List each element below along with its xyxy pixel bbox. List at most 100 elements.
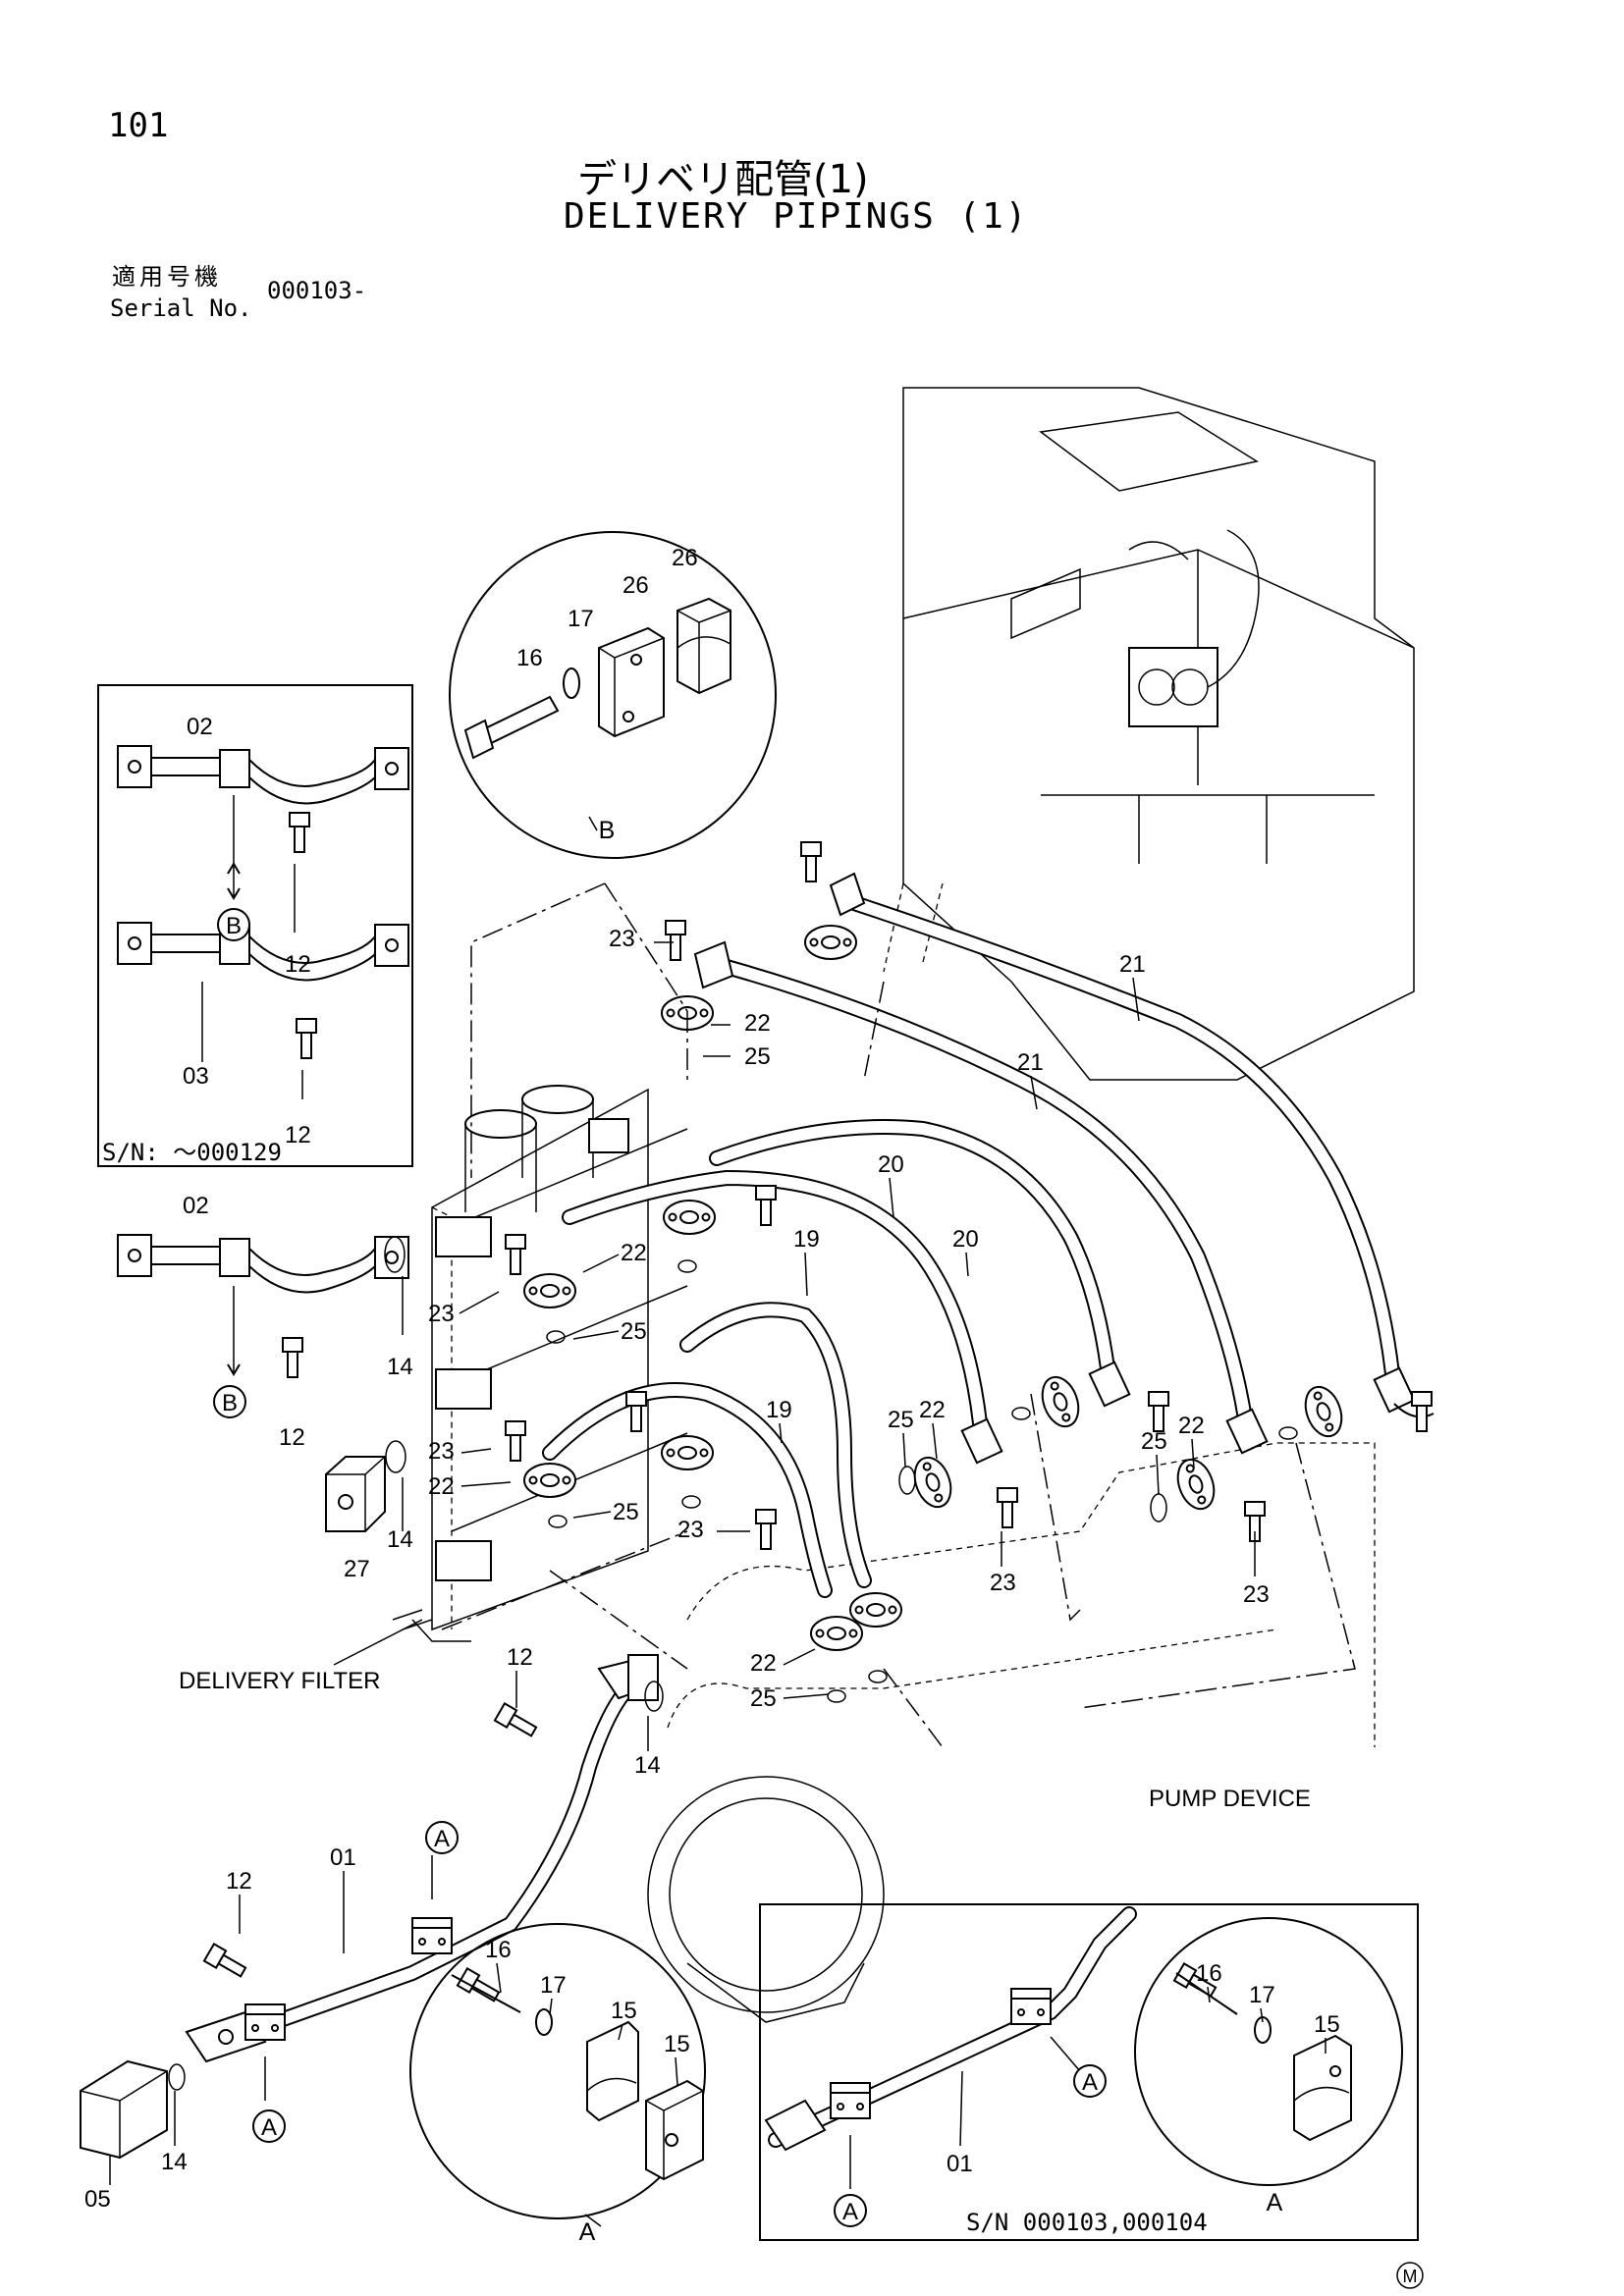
callout-25-mid-1: 25 <box>621 1318 647 1345</box>
callout-22-top: 22 <box>744 1010 771 1037</box>
svg-text:A: A <box>842 2199 858 2225</box>
callout-25-pump-2: 25 <box>1141 1428 1167 1455</box>
delivery-filter-block <box>392 1085 688 1642</box>
callout-26: 26 <box>623 572 649 599</box>
callout-23-pump-2: 23 <box>1243 1581 1270 1608</box>
filter-canister-2 <box>521 1085 594 1178</box>
callout-01: 01 <box>330 1844 356 1871</box>
marker-a-upper: A <box>425 1821 459 1854</box>
filter-canister-1 <box>464 1109 537 1212</box>
callout-22-mid-2: 22 <box>428 1473 455 1500</box>
engine-lower-body <box>647 1442 1376 2023</box>
marker-b-top-inset: B <box>217 908 250 941</box>
callout-02: 02 <box>183 1193 209 1219</box>
callout-15-detail-a-2: 15 <box>664 2031 690 2057</box>
callout-15-detail-a-right: 15 <box>1314 2011 1340 2038</box>
serial-label-english: Serial No. <box>110 294 252 322</box>
pipe-21-upper <box>846 895 1435 1418</box>
callout-03: 03 <box>183 1063 209 1090</box>
pipe-21-lower <box>719 959 1269 1455</box>
callout-14-lower-b: 14 <box>634 1752 661 1779</box>
marker-a-lower: A <box>252 2109 286 2143</box>
callout-17: 17 <box>568 606 594 632</box>
svg-text:B: B <box>226 913 242 939</box>
detail-b-circle <box>449 531 777 859</box>
callout-16-detail-a-right: 16 <box>1196 1960 1222 1987</box>
callout-12-inset-b: 12 <box>285 1122 311 1148</box>
serial-label-japanese: 適用号機 <box>112 263 222 291</box>
detail-a-label-right: A <box>1267 2189 1283 2216</box>
detail-a-clamp-2 <box>645 2079 704 2181</box>
callout-23-mid-2: 23 <box>428 1438 455 1465</box>
svg-text:A: A <box>1082 2069 1098 2096</box>
callout-20-upper: 20 <box>878 1151 904 1178</box>
delivery-filter-label: DELIVERY FILTER <box>179 1668 380 1694</box>
pipe-02-assembly <box>117 1234 409 1378</box>
pipe-20-upper <box>709 1119 1131 1408</box>
elbow-top-right <box>800 841 866 960</box>
engine-body <box>883 387 1415 1081</box>
callout-02-inset: 02 <box>187 714 213 740</box>
inset-early-serial <box>97 684 413 1167</box>
callout-22-pump-1: 22 <box>919 1397 946 1423</box>
detail-b-bolt <box>463 695 560 760</box>
inset-bottom-serial-label: S/N 000103,000104 <box>966 2209 1208 2236</box>
pipe-01-top-flange <box>597 1654 660 1701</box>
callout-25-pump-1: 25 <box>888 1407 914 1433</box>
callout-22-mid-1: 22 <box>621 1240 647 1266</box>
callout-26-b: 26 <box>672 545 698 571</box>
callout-25-lower: 25 <box>750 1685 777 1712</box>
callout-17-detail-a-right: 17 <box>1249 1982 1275 2008</box>
pipe-19-upper <box>679 1302 872 1588</box>
callout-23-top: 23 <box>609 926 635 952</box>
callout-21-right: 21 <box>1119 951 1146 978</box>
detail-a-clamp-1 <box>586 2020 639 2122</box>
detail-b-washer <box>563 667 580 699</box>
marker-a-inset-left: A <box>834 2194 867 2227</box>
callout-22-lower: 22 <box>750 1650 777 1677</box>
serial-number-value: 000103- <box>267 277 367 304</box>
callout-23-mid-3: 23 <box>677 1517 704 1543</box>
page-number: 101 <box>108 106 169 145</box>
callout-16: 16 <box>516 645 543 671</box>
elbow-top-left <box>661 920 734 1031</box>
detail-a-clamp-right <box>1293 2034 1352 2142</box>
callout-05: 05 <box>84 2186 111 2213</box>
callout-20-lower: 20 <box>952 1226 979 1253</box>
marker-m: M <box>1396 2262 1424 2289</box>
callout-16-detail-a: 16 <box>485 1937 512 1963</box>
pump-device-label: PUMP DEVICE <box>1149 1786 1311 1812</box>
callout-01-inset: 01 <box>947 2151 973 2177</box>
callout-14-bottom: 14 <box>161 2149 188 2175</box>
callout-19-upper: 19 <box>793 1226 820 1253</box>
part-05-block <box>80 2059 168 2160</box>
callout-27: 27 <box>344 1556 370 1582</box>
pipe-20-lower <box>562 1169 1003 1465</box>
detail-b-label: B <box>599 817 616 844</box>
detail-a-circle-left <box>409 1923 706 2227</box>
pump-gear-housing <box>1128 647 1218 727</box>
svg-text:A: A <box>434 1826 450 1852</box>
callout-23-mid-1: 23 <box>428 1301 455 1327</box>
callout-25-top: 25 <box>744 1043 771 1070</box>
callout-19-lower: 19 <box>766 1397 792 1423</box>
callout-25-mid-2: 25 <box>613 1499 639 1525</box>
callout-14-lower: 14 <box>387 1526 413 1553</box>
callout-12-lower: 12 <box>507 1644 533 1671</box>
detail-a-label-left: A <box>579 2218 596 2246</box>
detail-b-clamp-half-2 <box>677 597 731 695</box>
page-title-english: DELIVERY PIPINGS (1) <box>564 196 1029 237</box>
detail-a-circle-right <box>1134 1917 1403 2186</box>
svg-text:M: M <box>1403 2267 1418 2286</box>
page-title-japanese: デリベリ配管(1) <box>577 157 869 202</box>
pipe-19-lower <box>542 1382 833 1598</box>
callout-23-pump-1: 23 <box>990 1570 1016 1596</box>
detail-b-clamp-half-1 <box>598 626 665 738</box>
callout-12-bottom: 12 <box>226 1868 252 1895</box>
callout-14-mid: 14 <box>387 1354 413 1380</box>
part-27-block <box>325 1440 406 1532</box>
callout-12-inset: 12 <box>285 951 311 978</box>
callout-22-pump-2: 22 <box>1178 1413 1205 1439</box>
callout-15-detail-a-1: 15 <box>611 1998 637 2024</box>
